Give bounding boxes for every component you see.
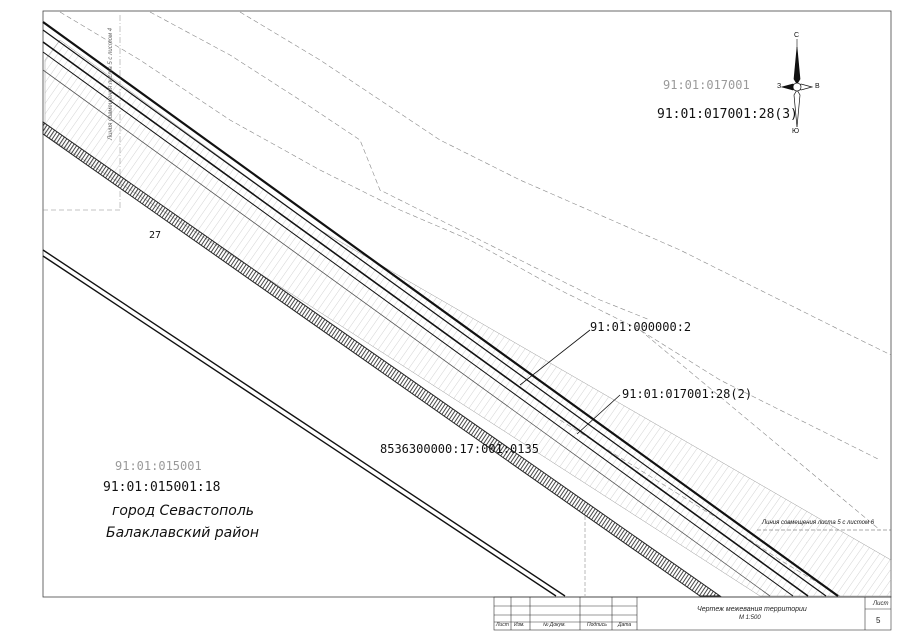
title-block-grid	[493, 596, 892, 631]
title-block-col-doc: № Докум.	[543, 622, 566, 628]
compass-east-label: В	[815, 83, 820, 90]
title-block-sheet-label: Лист	[873, 601, 889, 607]
compass-north-label: С	[794, 32, 800, 39]
title-block-sheet-number: 5	[876, 616, 881, 625]
title-block-col-date: Дата	[618, 622, 632, 628]
embankment-slope	[42, 121, 722, 597]
district-label: Балаклавский район	[106, 525, 260, 541]
compass-rose	[780, 39, 814, 128]
title-block-scale: М 1:500	[739, 615, 761, 621]
parcel-boundary-lower	[42, 249, 566, 597]
title-block-col-signature: Подпись	[587, 622, 607, 628]
leader-lines	[519, 329, 621, 435]
title-block-title: Чертеж межевания территории	[697, 606, 807, 613]
sheet-frame	[42, 10, 892, 598]
compass-west-label: З	[777, 83, 782, 90]
match-line-left-label: Линия совмещения листа 5 с листом 4	[108, 27, 114, 140]
parcel-number-top-right: 91:01:017001:28(3)	[657, 107, 798, 122]
match-line-right-label: Линия совмещения листа 5 с листом 6	[762, 520, 875, 526]
parcel-number-road-edge: 91:01:017001:28(2)	[622, 387, 753, 401]
quarter-number-bottom-left: 91:01:015001	[115, 459, 202, 473]
parcel-number-road-centre: 91:01:000000:2	[590, 320, 692, 334]
road-lines	[42, 21, 839, 597]
parcel-number-road-lower: 8536300000:17:001:0135	[380, 442, 539, 456]
compass-south-label: Ю	[792, 128, 800, 135]
title-block-col-change: Изм.	[514, 622, 525, 628]
quarter-number-top-right: 91:01:017001	[663, 78, 750, 92]
parcel-number-bottom-left: 91:01:015001:18	[103, 480, 221, 495]
point-number-label: 27	[149, 230, 162, 241]
city-label: город Севастополь	[112, 503, 255, 519]
title-block-col-sheet: Лист	[496, 622, 509, 628]
